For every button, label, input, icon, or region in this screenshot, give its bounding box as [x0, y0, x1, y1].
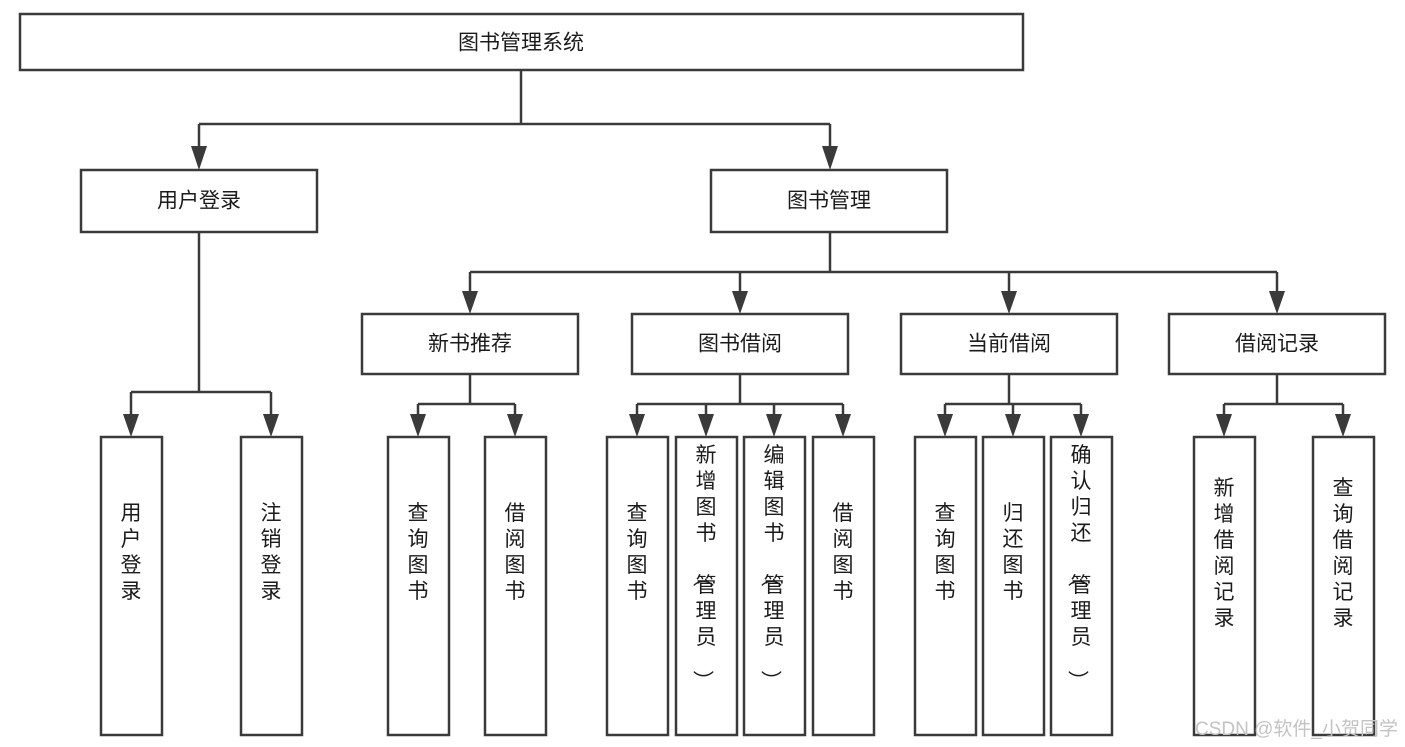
node-leaf-add-book-label: 新增图书（管理员）: [691, 444, 717, 691]
node-book-borrow[interactable]: 图书借阅: [630, 312, 850, 376]
node-leaf-borrow-book-2-label: 借阅图书: [833, 502, 854, 603]
node-leaf-borrow-book-1-box[interactable]: [483, 435, 548, 737]
node-leaf-query-book-2[interactable]: 查询图书: [605, 435, 670, 737]
node-leaf-edit-book-label: 编辑图书（管理员）: [759, 444, 785, 691]
node-borrow-record[interactable]: 借阅记录: [1167, 312, 1387, 376]
node-leaf-query-book-1-label: 查询图书: [408, 502, 429, 603]
node-leaf-query-record[interactable]: 查询借阅记录: [1311, 435, 1376, 737]
node-leaf-add-record[interactable]: 新增借阅记录: [1192, 435, 1257, 737]
node-book-management[interactable]: 图书管理: [709, 168, 949, 234]
node-leaf-query-book-3-label: 查询图书: [935, 502, 956, 603]
node-leaf-return-book-label: 归还图书: [1003, 502, 1024, 603]
node-book-management-box[interactable]: [709, 168, 949, 234]
connector-group-book-borrow: [629, 374, 851, 437]
node-new-book-recommend-box[interactable]: [360, 312, 580, 376]
node-leaf-query-record-label: 查询借阅记录: [1333, 477, 1354, 630]
connector-group-user-login: [123, 232, 279, 437]
node-leaf-borrow-book-2[interactable]: 借阅图书: [811, 435, 876, 737]
node-leaf-return-book[interactable]: 归还图书: [981, 435, 1046, 737]
node-leaf-logout-login-box[interactable]: [239, 435, 304, 737]
arrow-head-leaf-add-record: [1216, 414, 1232, 437]
connector-group-root: [191, 70, 838, 170]
node-borrow-record-box[interactable]: [1167, 312, 1387, 376]
arrow-head-leaf-query-record: [1335, 414, 1351, 437]
node-leaf-borrow-book-2-box[interactable]: [811, 435, 876, 737]
arrow-head-leaf-return-book: [1005, 414, 1021, 437]
node-leaf-add-record-label: 新增借阅记录: [1214, 477, 1235, 630]
node-leaf-borrow-book-1-label: 借阅图书: [505, 502, 526, 603]
arrow-head-leaf-user-login: [123, 414, 139, 437]
arrow-head-book-management: [822, 146, 838, 170]
arrow-head-leaf-edit-book: [766, 414, 782, 437]
arrow-head-leaf-query-book-2: [629, 414, 645, 437]
node-leaf-logout-login-label: 注销登录: [261, 502, 282, 603]
arrow-head-leaf-confirm-return: [1073, 414, 1089, 437]
node-current-borrow[interactable]: 当前借阅: [899, 312, 1119, 376]
arrow-head-user-login: [191, 146, 207, 170]
node-leaf-user-login[interactable]: 用户登录: [99, 435, 164, 737]
node-current-borrow-label: 当前借阅: [967, 333, 1051, 356]
node-book-management-label: 图书管理: [787, 190, 871, 213]
arrow-head-borrow-record: [1269, 291, 1285, 314]
node-current-borrow-box[interactable]: [899, 312, 1119, 376]
arrow-head-book-borrow: [732, 291, 748, 314]
arrow-head-new-book-recommend: [462, 291, 478, 314]
node-book-borrow-box[interactable]: [630, 312, 850, 376]
node-leaf-query-book-1[interactable]: 查询图书: [386, 435, 451, 737]
node-root[interactable]: 图书管理系统: [18, 12, 1025, 72]
node-new-book-recommend-label: 新书推荐: [428, 333, 512, 356]
node-leaf-add-book-box[interactable]: [674, 435, 739, 737]
node-user-login[interactable]: 用户登录: [79, 168, 319, 234]
node-leaf-confirm-return-label: 确认归还（管理员）: [1066, 444, 1092, 691]
node-leaf-query-book-3-box[interactable]: [913, 435, 978, 737]
arrow-head-leaf-query-book-1: [410, 414, 426, 437]
connector-group-new-book-recommend: [410, 374, 523, 437]
node-book-borrow-label: 图书借阅: [698, 333, 782, 356]
node-leaf-edit-book[interactable]: 编辑图书（管理员）: [742, 435, 807, 737]
arrow-head-leaf-query-book-3: [937, 414, 953, 437]
node-leaf-borrow-book-1[interactable]: 借阅图书: [483, 435, 548, 737]
node-leaf-logout-login[interactable]: 注销登录: [239, 435, 304, 737]
node-leaf-user-login-box[interactable]: [99, 435, 164, 737]
arrow-head-leaf-logout-login: [263, 414, 279, 437]
arrow-head-leaf-borrow-book-2: [835, 414, 851, 437]
connector-group-current-borrow: [937, 374, 1089, 437]
connector-group-borrow-record: [1216, 374, 1351, 437]
node-borrow-record-label: 借阅记录: [1235, 333, 1319, 356]
node-leaf-add-book[interactable]: 新增图书（管理员）: [674, 435, 739, 737]
node-leaf-edit-book-box[interactable]: [742, 435, 807, 737]
node-root-box[interactable]: [18, 12, 1025, 72]
node-user-login-box[interactable]: [79, 168, 319, 234]
connector-group-book-management: [462, 232, 1285, 314]
node-leaf-query-book-1-box[interactable]: [386, 435, 451, 737]
node-root-label: 图书管理系统: [458, 32, 584, 55]
node-leaf-query-book-2-label: 查询图书: [627, 502, 648, 603]
arrow-head-leaf-add-book: [698, 414, 714, 437]
node-leaf-return-book-box[interactable]: [981, 435, 1046, 737]
node-leaf-query-book-3[interactable]: 查询图书: [913, 435, 978, 737]
node-leaf-add-record-box[interactable]: [1192, 435, 1257, 737]
node-leaf-confirm-return[interactable]: 确认归还（管理员）: [1049, 435, 1114, 737]
node-leaf-query-book-2-box[interactable]: [605, 435, 670, 737]
node-user-login-label: 用户登录: [157, 190, 241, 213]
node-leaf-query-record-box[interactable]: [1311, 435, 1376, 737]
arrow-head-leaf-borrow-book-1: [507, 414, 523, 437]
node-leaf-confirm-return-box[interactable]: [1049, 435, 1114, 737]
node-leaf-user-login-label: 用户登录: [121, 502, 142, 603]
node-new-book-recommend[interactable]: 新书推荐: [360, 312, 580, 376]
arrow-head-current-borrow: [1001, 291, 1017, 314]
csdn-watermark: CSDN @软件_小贺同学: [1195, 718, 1398, 740]
